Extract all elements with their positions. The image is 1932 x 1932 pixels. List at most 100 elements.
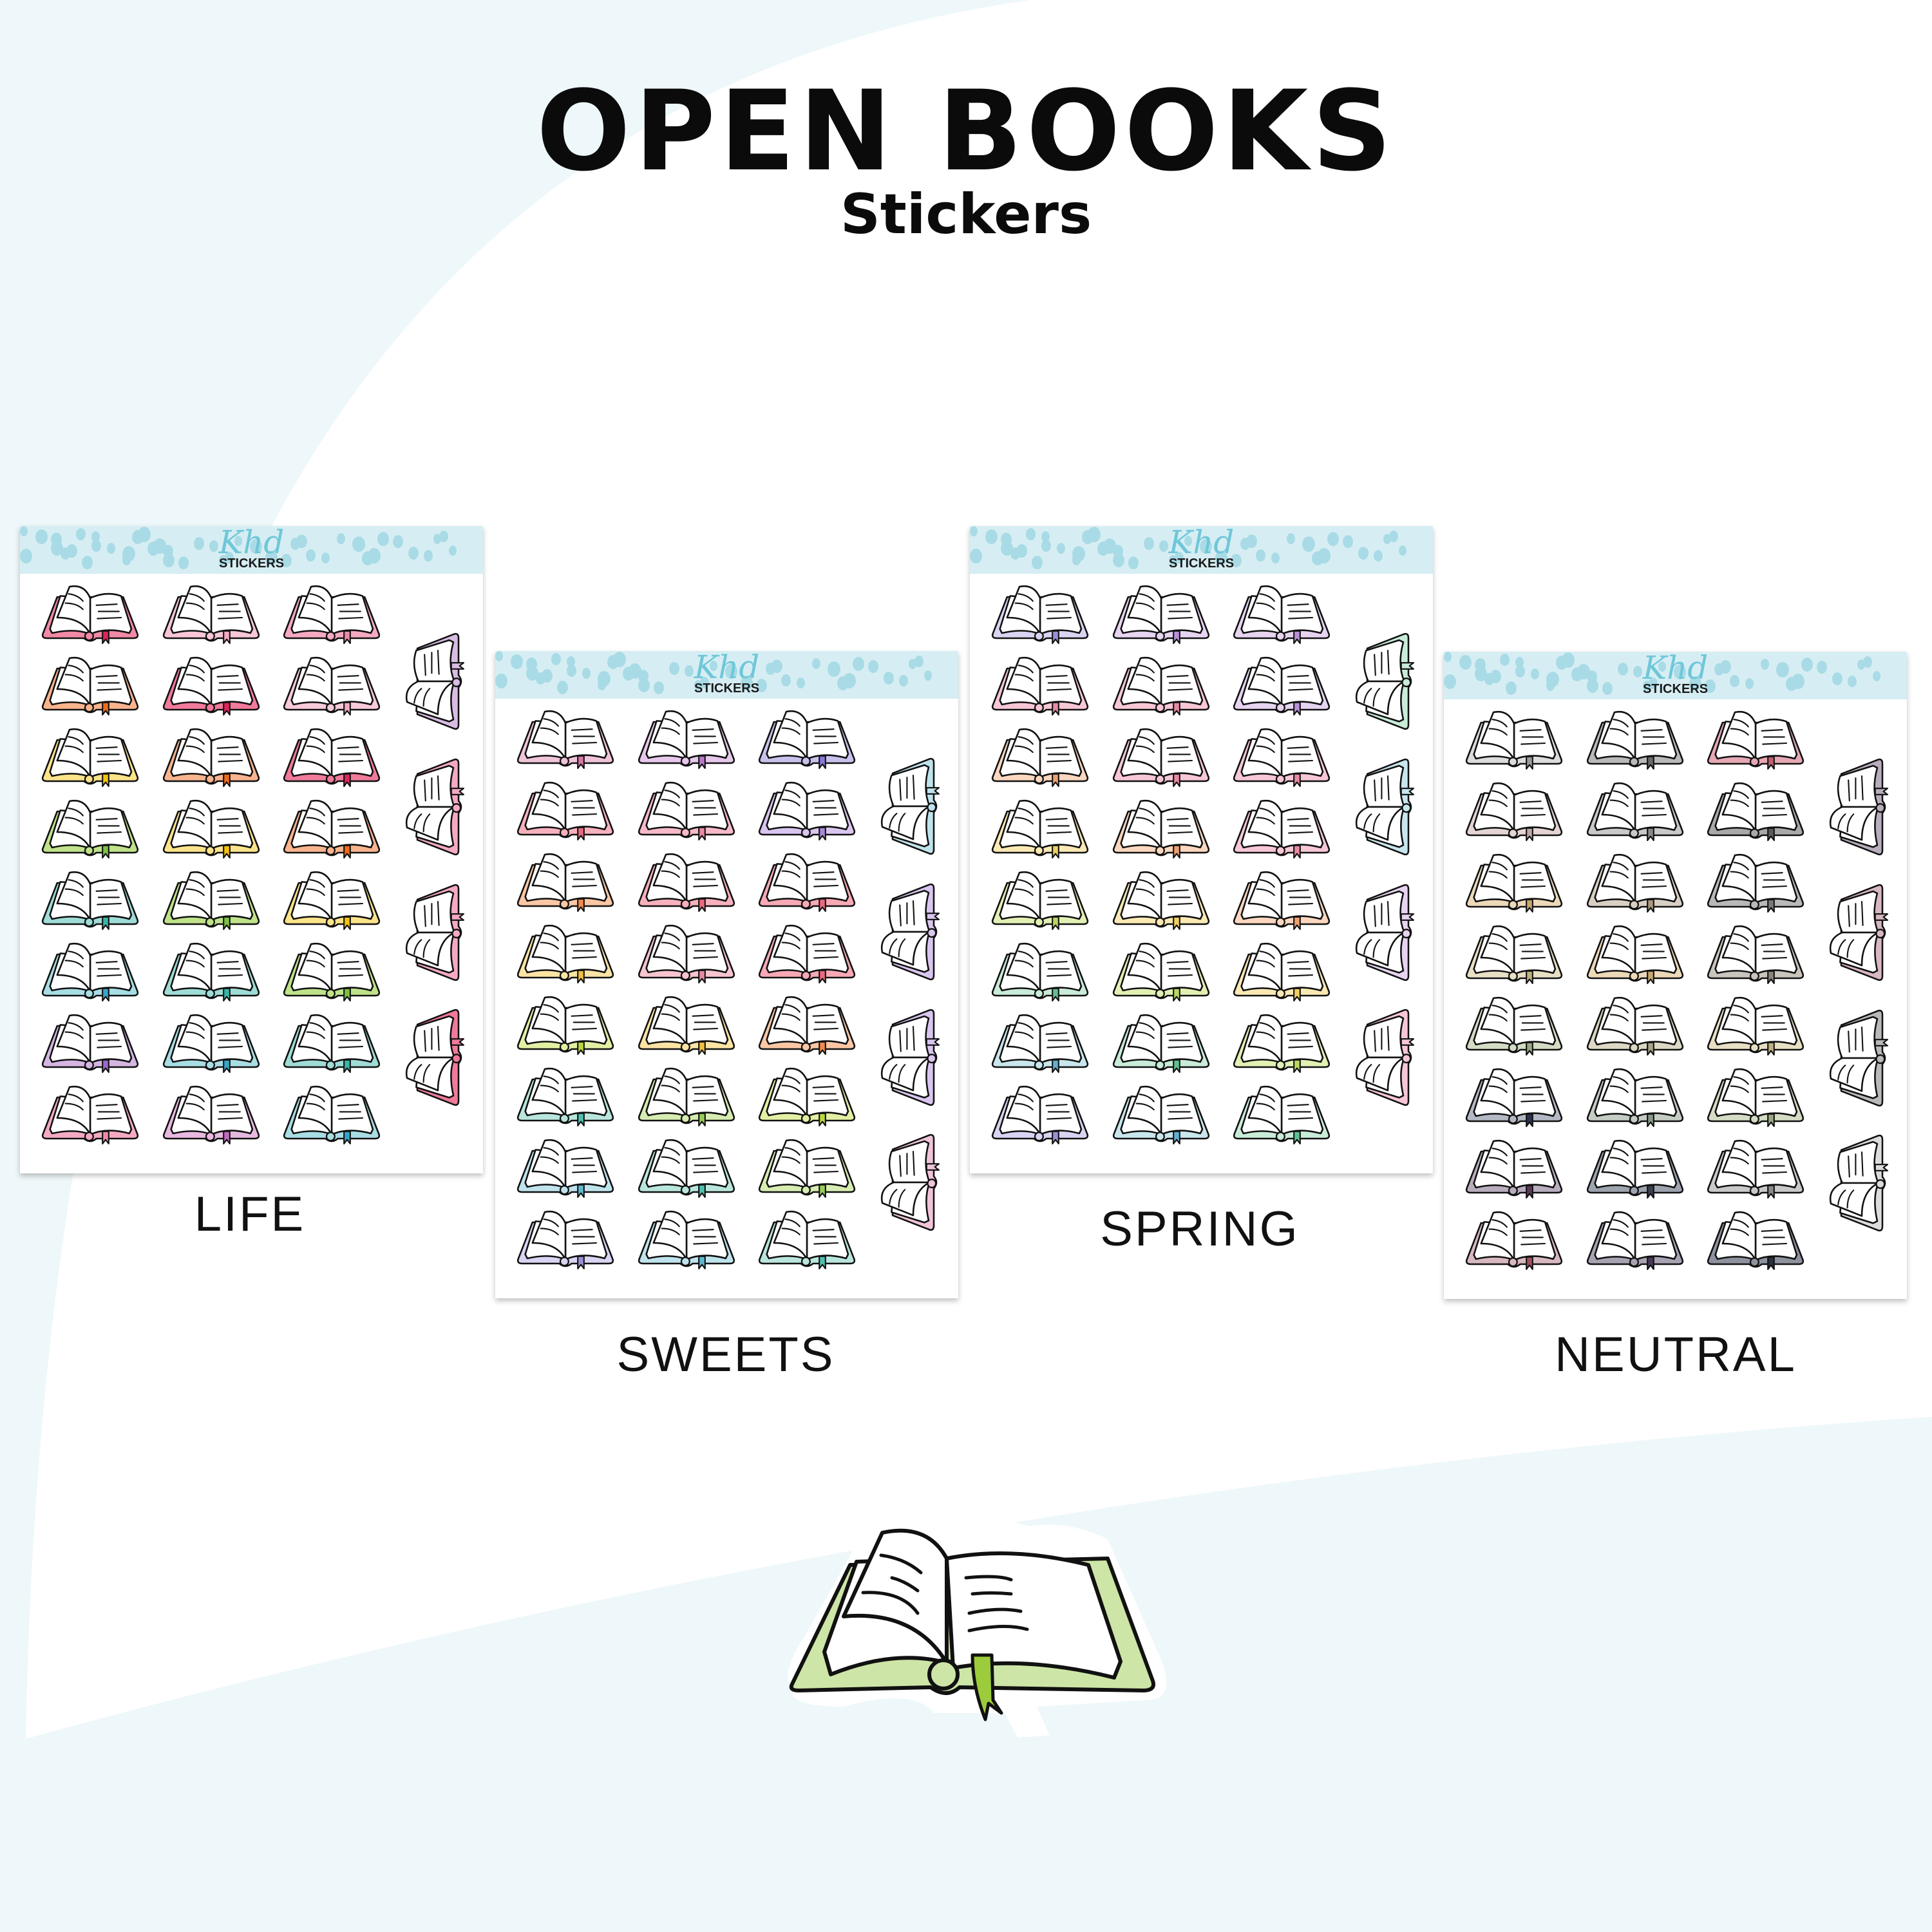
dot — [884, 672, 894, 685]
page-title: OPEN BOOKS — [536, 66, 1396, 196]
book-sticker — [514, 920, 617, 984]
dot — [1302, 536, 1315, 552]
dot — [449, 545, 457, 556]
dot — [1643, 681, 1651, 691]
dot — [321, 553, 330, 564]
book-sticker — [635, 1206, 738, 1270]
book-sticker — [635, 777, 738, 841]
dot — [985, 529, 998, 544]
dot — [781, 674, 791, 687]
dot — [598, 671, 611, 687]
book-sticker — [1463, 1063, 1566, 1128]
dot — [1082, 530, 1094, 544]
book-sticker — [280, 866, 383, 931]
dot — [178, 556, 189, 569]
book-sticker — [755, 1206, 858, 1270]
brand-logo-text: STICKERS — [1642, 682, 1709, 696]
dot — [219, 555, 227, 565]
dot — [551, 653, 561, 665]
dot — [1857, 659, 1865, 670]
book-sticker — [39, 795, 142, 859]
dot — [1399, 545, 1406, 556]
book-sticker — [635, 848, 738, 913]
side-book-sticker — [876, 1006, 940, 1109]
book-sticker — [1110, 938, 1213, 1002]
side-book-sticker — [1350, 1006, 1415, 1109]
book-sticker — [755, 777, 858, 841]
brand-logo-text: STICKERS — [218, 556, 285, 571]
book-sticker — [1704, 777, 1807, 842]
dot — [1001, 533, 1012, 546]
dot — [1459, 655, 1472, 670]
dot — [1169, 555, 1177, 565]
book-sticker — [1584, 706, 1687, 770]
book-sticker — [635, 705, 738, 770]
book-sticker — [1584, 849, 1687, 913]
dot — [868, 660, 878, 673]
side-book-sticker — [1350, 630, 1415, 733]
dot — [352, 536, 365, 552]
book-sticker — [280, 723, 383, 788]
dot — [1484, 673, 1494, 685]
side-book-sticker — [401, 1006, 465, 1109]
book-sticker — [160, 1009, 263, 1074]
feature-ribbon — [971, 1653, 1003, 1721]
dot — [265, 551, 278, 565]
dot — [1531, 668, 1539, 679]
book-sticker — [1463, 849, 1566, 913]
book-sticker — [1704, 1063, 1807, 1128]
dot — [1689, 676, 1701, 691]
book-sticker — [989, 1081, 1092, 1145]
dot — [1041, 531, 1050, 542]
dot — [225, 552, 234, 564]
book-sticker — [514, 991, 617, 1056]
dot — [61, 547, 70, 560]
dot — [209, 540, 218, 552]
book-sticker — [755, 1063, 858, 1127]
dot — [1571, 667, 1583, 681]
dot — [495, 674, 507, 688]
dot — [1128, 556, 1139, 569]
side-book-sticker — [401, 881, 465, 984]
featured-open-book-sticker — [788, 1505, 1167, 1738]
side-book-sticker — [1824, 1007, 1889, 1110]
book-sticker — [280, 652, 383, 716]
book-sticker — [160, 866, 263, 931]
book-sticker — [989, 580, 1092, 645]
side-book-sticker — [876, 1131, 940, 1234]
book-sticker — [1704, 1135, 1807, 1199]
book-sticker — [1110, 580, 1213, 645]
book-sticker — [160, 723, 263, 788]
dot — [1602, 682, 1613, 695]
dot — [1374, 550, 1383, 562]
book-sticker — [1463, 1135, 1566, 1199]
dot — [638, 670, 649, 683]
side-book-sticker — [876, 880, 940, 983]
dot — [511, 654, 523, 669]
dot — [1343, 535, 1353, 548]
dot — [1515, 657, 1524, 668]
dot — [694, 680, 702, 690]
book-sticker — [39, 866, 142, 931]
dot — [1444, 674, 1456, 689]
dot — [1649, 677, 1658, 689]
dot — [1776, 662, 1789, 677]
dot — [290, 538, 300, 550]
dot — [91, 540, 101, 552]
dot — [685, 665, 694, 677]
sheet-label-life: LIFE — [194, 1187, 306, 1242]
book-sticker — [1110, 795, 1213, 859]
dot — [1383, 534, 1391, 544]
book-sticker — [514, 848, 617, 913]
book-sticker — [989, 723, 1092, 788]
dot — [408, 547, 419, 560]
book-sticker — [1110, 1009, 1213, 1074]
book-sticker — [1584, 777, 1687, 842]
book-sticker — [1110, 723, 1213, 788]
dot — [623, 667, 634, 681]
dot — [1271, 553, 1280, 564]
dot — [1506, 681, 1517, 695]
